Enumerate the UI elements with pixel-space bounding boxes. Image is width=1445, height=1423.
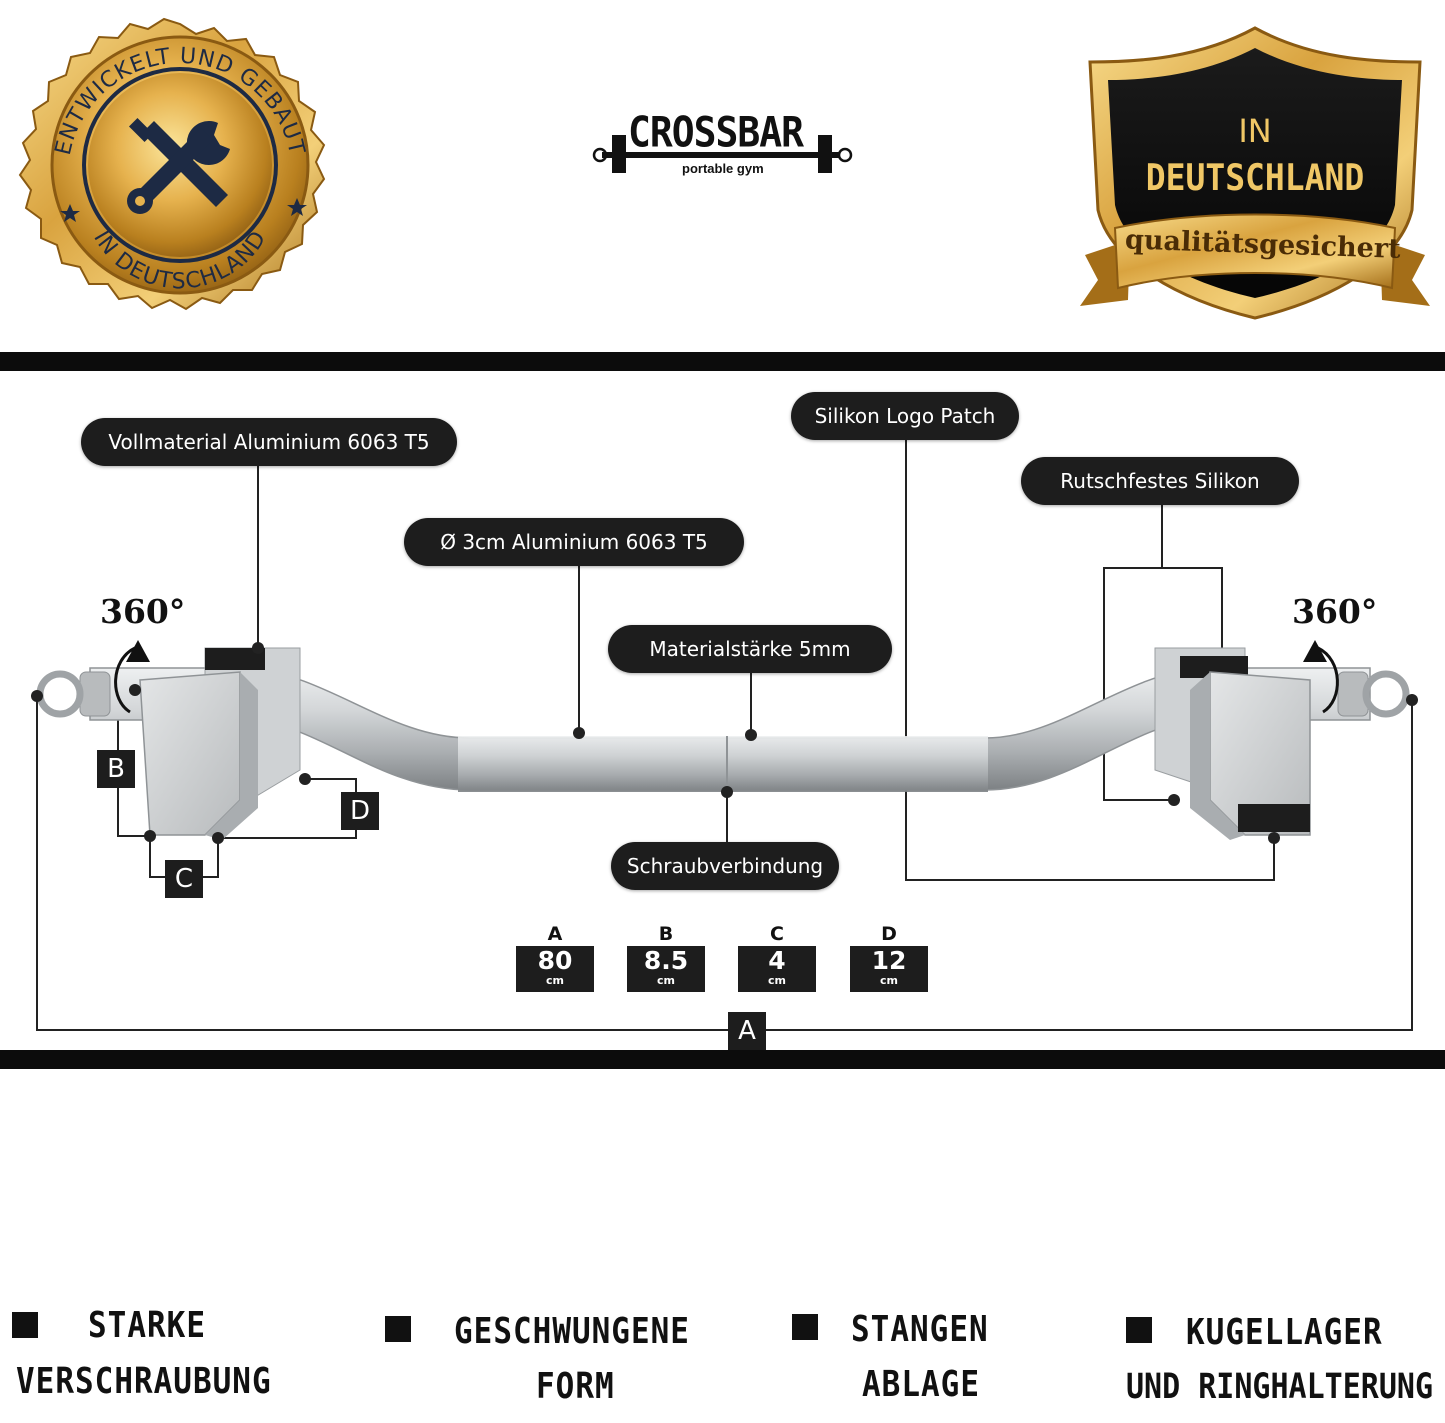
callout-grip: Rutschfestes Silikon <box>1021 457 1299 505</box>
spec-key: D <box>881 923 897 945</box>
dimension-line-a <box>36 438 1413 1031</box>
rotate-arrow-icon <box>126 640 150 662</box>
pull-up-bar-product <box>36 640 1410 840</box>
crossbar-logo-graphic <box>592 135 853 173</box>
shield-line-in: IN <box>1238 112 1272 150</box>
feature-3-line2: ABLAGE <box>862 1364 980 1406</box>
spec-value: 4 <box>768 946 786 975</box>
feature-bullet <box>1126 1317 1152 1343</box>
spec-value-box: 8.5 cm <box>627 946 705 992</box>
feature-bullet <box>12 1312 38 1338</box>
feature-1-line2: VERSCHRAUBUNG <box>16 1361 272 1403</box>
star-icon <box>287 198 307 216</box>
spec-unit: cm <box>880 974 898 987</box>
spec-unit: cm <box>768 974 786 987</box>
bottom-divider-band <box>0 1050 1445 1069</box>
spec-value: 8.5 <box>643 946 689 975</box>
feature-4-line2: UND RINGHALTERUNG <box>1126 1367 1434 1408</box>
callout-thickness: Materialstärke 5mm <box>608 625 892 673</box>
feature-2-line2: FORM <box>536 1366 615 1408</box>
star-icon <box>60 204 80 222</box>
dimension-letter-c: C <box>165 860 203 898</box>
feature-bullet <box>385 1316 411 1342</box>
feature-3-line1: STANGEN <box>851 1309 989 1351</box>
spec-c: C 4 cm <box>738 924 816 992</box>
feature-1-line1: STARKE <box>88 1305 206 1347</box>
spec-value: 12 <box>871 946 907 975</box>
spec-d: D 12 cm <box>850 924 928 992</box>
callout-logo-patch: Silikon Logo Patch <box>791 392 1019 440</box>
top-divider-band <box>0 352 1445 371</box>
dimension-letter-a: A <box>728 1012 766 1050</box>
rotate-arrow-icon <box>1303 640 1327 662</box>
spec-value-box: 80 cm <box>516 946 594 992</box>
left-quality-seal: ENTWICKELT UND GEBAUT IN DEUTSCHLAND <box>18 17 326 311</box>
callout-joint: Schraubverbindung <box>611 842 839 890</box>
feature-bullet <box>792 1314 818 1340</box>
callout-material: Vollmaterial Aluminium 6063 T5 <box>81 418 457 466</box>
spec-value-box: 4 cm <box>738 946 816 992</box>
brand-tagline: portable gym <box>682 161 764 176</box>
rotation-left-label: 360° <box>100 592 186 631</box>
spec-key: B <box>658 923 674 945</box>
rotation-right-label: 360° <box>1292 592 1378 631</box>
shield-line-country: DEUTSCHLAND <box>1145 156 1365 199</box>
dimension-letter-b: B <box>97 750 135 788</box>
right-quality-shield <box>1080 26 1430 320</box>
spec-key: C <box>770 923 784 945</box>
spec-value-box: 12 cm <box>850 946 928 992</box>
spec-value: 80 <box>537 946 573 975</box>
brand-name: CROSSBAR <box>628 107 804 157</box>
feature-2-line1: GESCHWUNGENE <box>454 1311 690 1353</box>
dimension-letter-d: D <box>341 792 379 830</box>
spec-b: B 8.5 cm <box>627 924 705 992</box>
callout-diameter: Ø 3cm Aluminium 6063 T5 <box>404 518 744 566</box>
feature-4-line1: KUGELLAGER <box>1186 1312 1383 1354</box>
spec-key: A <box>547 923 563 945</box>
wrench-screwdriver-icon <box>127 117 230 214</box>
spec-unit: cm <box>657 974 675 987</box>
spec-a: A 80 cm <box>516 924 594 992</box>
spec-unit: cm <box>546 974 564 987</box>
silicone-logo-patch <box>1238 804 1310 832</box>
callout-dots <box>31 642 1418 844</box>
